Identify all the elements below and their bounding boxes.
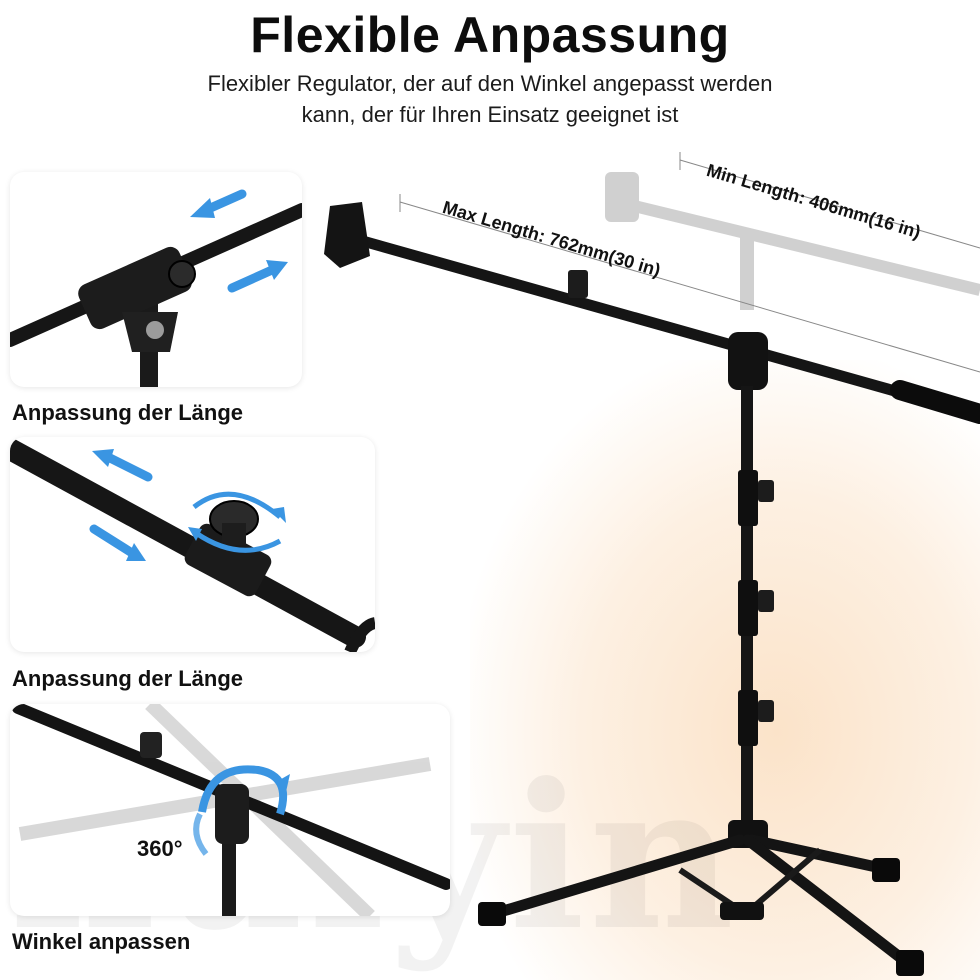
knob-rotate-arrows-icon <box>89 449 286 561</box>
boom-tube <box>10 438 366 648</box>
page-title: Flexible Anpassung <box>250 7 730 63</box>
tube-end <box>344 617 375 652</box>
tripod-base <box>478 820 924 976</box>
dimension-lines <box>399 152 980 373</box>
rotation-360-badge: 360° <box>137 836 183 861</box>
angle-stand-pole <box>222 834 236 916</box>
height-lock-2 <box>738 580 758 636</box>
height-lock-knob-1 <box>758 480 774 502</box>
boom-arm-main <box>346 232 980 421</box>
caption-angle: Winkel anpassen <box>12 929 191 954</box>
length-adjust-arrows-icon <box>190 189 288 293</box>
mic-clip <box>324 202 370 268</box>
boom-clamp <box>78 246 192 330</box>
angle-joint <box>215 784 249 844</box>
rotate-360-icon <box>193 765 290 856</box>
knob-stem <box>222 523 246 545</box>
subtitle-line-1: Flexibler Regulator, der auf den Winkel … <box>207 71 773 96</box>
height-lock-1 <box>738 470 758 526</box>
angle-adjust-illustration <box>12 704 450 916</box>
boom-stand-illustration <box>324 152 980 976</box>
panel-length-adjust-2 <box>10 437 375 652</box>
angle-boom-knob <box>140 732 162 758</box>
page-subtitle: Flexibler Regulator, der auf den Winkel … <box>140 68 840 130</box>
subtitle-line-2: kann, der für Ihren Einsatz geeignet ist <box>301 102 679 127</box>
height-lock-knob-2 <box>758 590 774 612</box>
knob-adjust-illustration <box>10 438 375 652</box>
length-adjust-illustration <box>10 189 302 387</box>
clamp-knob <box>168 260 196 288</box>
panel-length-adjust-1 <box>10 172 302 387</box>
boom-counterweight-grip <box>890 380 980 424</box>
caption-length-1: Anpassung der Länge <box>12 400 244 425</box>
caption-length-2: Anpassung der Länge <box>12 666 244 691</box>
ghost-min-boom <box>605 172 980 310</box>
joint-bolt <box>146 321 164 339</box>
height-lock-knob-3 <box>758 700 774 722</box>
boom-joint-main <box>728 332 768 390</box>
boom-tension-knob <box>568 270 588 298</box>
height-lock-3 <box>738 690 758 746</box>
panel-angle-adjust <box>10 704 450 916</box>
